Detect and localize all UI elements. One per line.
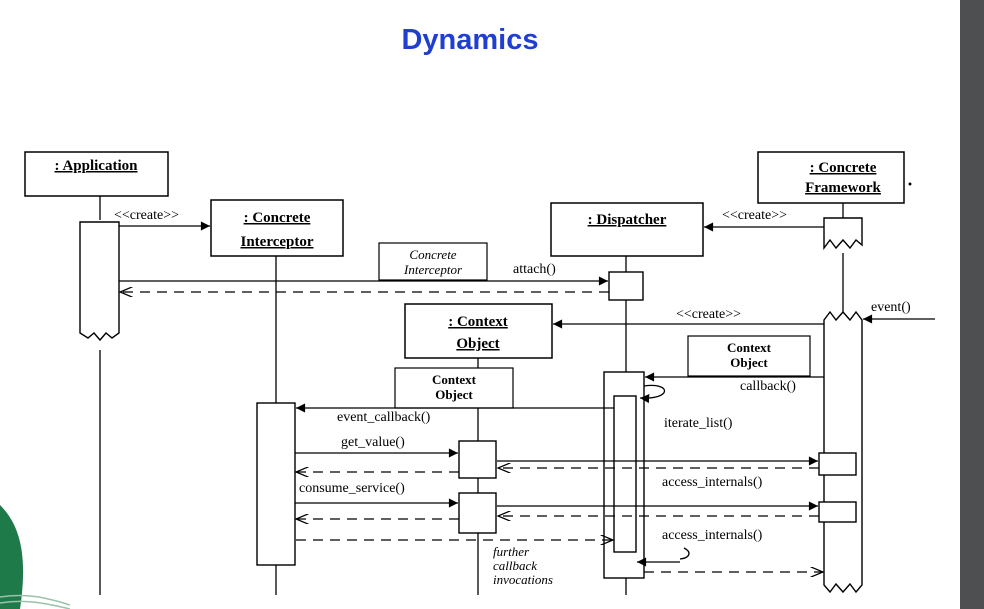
object-context-object: : Context Object — [404, 303, 553, 359]
note-further-callbacks: further callback invocations — [493, 544, 553, 587]
svg-text:Interceptor: Interceptor — [403, 262, 463, 277]
object-concrete-interceptor-line2: Interceptor — [240, 234, 313, 250]
msg-callback: callback() — [740, 379, 796, 394]
msg-create-dispatcher: <<create>> — [722, 208, 787, 223]
sequence-diagram: : Application : Concrete Interceptor : D… — [24, 151, 935, 595]
svg-text:Concrete: Concrete — [409, 247, 456, 262]
msg-iterate-list: iterate_list() — [664, 416, 733, 431]
svg-text:Object: Object — [730, 355, 768, 370]
msg-access-internals-2: access_internals() — [662, 528, 763, 543]
svg-text:Context: Context — [432, 372, 477, 387]
note-context-object-left: Context Object — [394, 367, 514, 409]
activation-context-1 — [458, 440, 497, 479]
activation-framework-access-1 — [818, 452, 857, 476]
lifelines — [99, 196, 844, 595]
slide-sidebar — [960, 0, 984, 609]
activation-framework-access-2 — [818, 501, 857, 523]
msg-consume-service: consume_service() — [299, 481, 405, 496]
object-concrete-interceptor: : Concrete Interceptor — [210, 199, 344, 257]
activations — [79, 217, 863, 594]
corner-logo-decoration — [0, 505, 70, 609]
object-concrete-interceptor-line1: : Concrete — [244, 210, 311, 226]
object-context-object-line2: Object — [456, 336, 499, 352]
object-concrete-framework-line1: : Concrete — [810, 160, 877, 176]
object-application: : Application — [24, 151, 169, 197]
activation-interceptor — [256, 402, 296, 566]
msg-create-context: <<create>> — [676, 307, 741, 322]
svg-text:invocations: invocations — [493, 572, 553, 587]
object-dispatcher-label: : Dispatcher — [588, 212, 667, 228]
msg-create-interceptor: <<create>> — [114, 208, 179, 223]
slide-title: Dynamics — [401, 24, 539, 56]
msg-access-internals-1: access_internals() — [662, 475, 763, 490]
msg-event-callback: event_callback() — [337, 410, 431, 425]
svg-text:further: further — [493, 544, 530, 559]
object-application-label: : Application — [55, 158, 139, 174]
note-context-object-right: Context Object — [687, 335, 811, 377]
activation-dispatcher-inner — [613, 395, 637, 553]
activation-framework-main — [823, 310, 863, 594]
activation-dispatcher-attach — [608, 271, 644, 301]
svg-text:Context: Context — [727, 340, 772, 355]
msg-get-value: get_value() — [341, 435, 405, 450]
activation-application — [79, 221, 120, 342]
svg-text:callback: callback — [493, 558, 537, 573]
msg-event: event() — [871, 300, 911, 315]
activation-context-2 — [458, 492, 497, 534]
object-context-object-line1: : Context — [448, 314, 508, 330]
svg-text:Object: Object — [435, 387, 473, 402]
messages — [119, 182, 935, 572]
object-concrete-framework: : Concrete Framework — [757, 151, 905, 204]
object-dispatcher: : Dispatcher — [550, 202, 704, 257]
activation-framework-create — [823, 217, 863, 251]
object-concrete-framework-line2: Framework — [805, 180, 881, 196]
msg-attach: attach() — [513, 262, 556, 277]
note-concrete-interceptor: Concrete Interceptor — [378, 242, 488, 281]
